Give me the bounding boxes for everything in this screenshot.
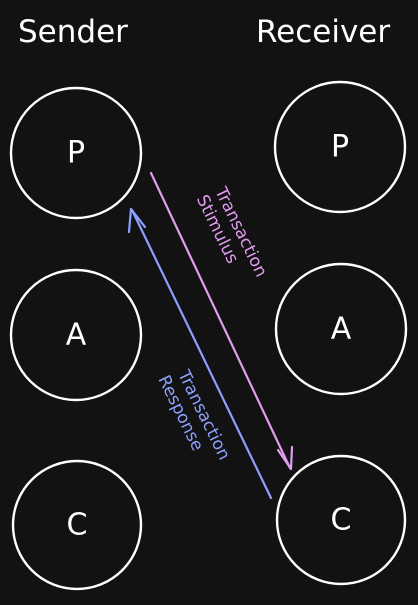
sender-node-a-circle	[9, 268, 143, 402]
stimulus-arrowhead-icon	[276, 445, 294, 471]
response-arrow	[127, 207, 273, 500]
receiver-node-c: C	[275, 454, 407, 586]
receiver-node-a: A	[274, 262, 408, 396]
sender-node-a-label: A	[66, 318, 87, 353]
sender-node-a: A	[9, 268, 143, 402]
receiver-node-p: P	[273, 80, 407, 214]
sender-node-p-label: P	[67, 136, 85, 171]
receiver-node-p-circle	[273, 80, 407, 214]
receiver-header: Receiver	[256, 14, 390, 50]
sender-node-c: C	[11, 459, 143, 591]
sender-node-c-label: C	[67, 508, 88, 543]
sender-node-c-circle	[11, 459, 143, 591]
stimulus-arrow-line	[149, 171, 292, 470]
stimulus-arrow	[149, 171, 294, 471]
response-label: Transaction Response	[154, 366, 234, 463]
stimulus-label: Transaction Stimulus	[192, 183, 271, 280]
response-arrow-line	[130, 208, 273, 500]
sender-node-p-circle	[9, 86, 143, 220]
sender-header: Sender	[18, 14, 128, 50]
receiver-node-p-label: P	[331, 130, 349, 165]
receiver-node-a-circle	[274, 262, 408, 396]
receiver-node-a-label: A	[331, 312, 352, 347]
sender-node-p: P	[9, 86, 143, 220]
response-arrowhead-icon	[127, 207, 147, 234]
receiver-node-c-circle	[275, 454, 407, 586]
receiver-node-c-label: C	[331, 503, 352, 538]
